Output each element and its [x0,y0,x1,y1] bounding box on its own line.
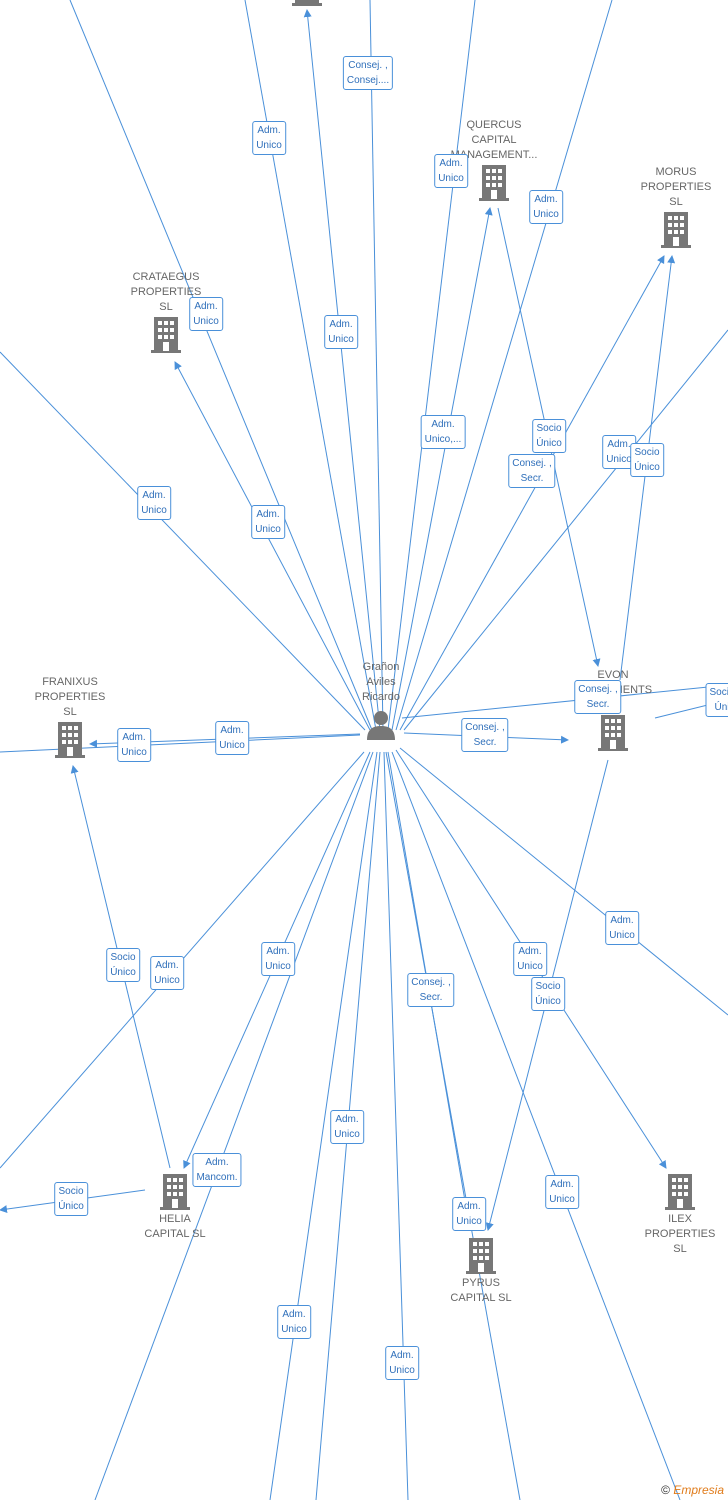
edge [385,751,521,1500]
company-label-line-3: SL [669,196,683,208]
copyright-symbol: © [661,1483,670,1497]
company-node-crataegus[interactable]: CRATAEGUS PROPERTIES SL [121,270,211,353]
company-label-line-2: PROPERTIES [644,1228,716,1240]
company-label-line-1: FRANIXUS [42,676,98,688]
edge-label[interactable]: Adm.Unico [261,942,295,976]
brand-name: Empresia [673,1483,724,1497]
building-icon [665,1174,695,1210]
edge [399,747,728,1016]
footer-brand: © Empresia [661,1483,724,1497]
edge-label[interactable]: Adm.Mancom. [192,1153,242,1187]
person-node[interactable]: Grañon Aviles Ricardo [343,660,419,741]
building-icon [661,212,691,248]
edge-label[interactable]: Adm.Unico [252,121,286,155]
company-label-line-2: CAPITAL SL [450,1292,512,1304]
edge-label[interactable]: Adm.Unico [434,154,468,188]
edge [303,9,381,731]
company-node-pyrus[interactable]: PYRUS CAPITAL SL [436,1238,526,1306]
edge-label[interactable]: Adm.Unico,... [420,415,466,449]
building-icon [466,1238,496,1274]
edge-label[interactable]: Adm.Unico [117,728,151,762]
company-label-line-1: PYRUS [462,1277,500,1289]
company-label-line-1: HELIA [159,1213,191,1225]
building-icon [292,0,322,6]
company-node-ilex[interactable]: ILEX PROPERTIES SL [635,1174,725,1257]
company-label-line-3: SL [673,1243,687,1255]
edge-label[interactable]: Adm.Unico [545,1175,579,1209]
edge-label[interactable]: Adm.Unico [189,297,223,331]
building-icon [160,1174,190,1210]
edge [401,684,728,719]
edge-label[interactable]: Adm.Unico [385,1346,419,1380]
company-label-line-3: MANAGEMENT... [450,149,538,161]
edge [94,751,374,1500]
company-label-line-1: CRATAEGUS [132,271,200,283]
person-name-line-3: Ricardo [362,691,400,703]
edge-label[interactable]: Adm.Unico [529,190,563,224]
building-icon [151,317,181,353]
person-icon [367,711,395,740]
edge-label[interactable]: Adm.Unico [513,942,547,976]
edge [383,751,409,1500]
company-node-morus[interactable]: MORUS PROPERTIES SL [636,165,716,248]
company-label-line-2: CAPITAL SL [144,1228,206,1240]
company-label-line-1: ILEX [668,1213,692,1225]
company-node-franixus[interactable]: FRANIXUS PROPERTIES SL [25,675,115,758]
company-label-line-2: CAPITAL [471,134,517,146]
building-icon [598,715,628,751]
edge [0,351,366,731]
edge-label[interactable]: Adm.Unico [602,435,636,469]
company-label-line-2: PROPERTIES [130,286,202,298]
edge-label[interactable]: Adm.Unico [324,315,358,349]
edge [244,0,377,731]
edge-label[interactable]: Adm.Unico [215,721,249,755]
edge-label[interactable]: Adm.Unico [251,505,285,539]
edge-label[interactable]: Adm.Unico [452,1197,486,1231]
edge [391,207,493,731]
edge-label[interactable]: Adm.Unico [137,486,171,520]
company-label-line-1: MORUS [655,166,697,178]
company-node-helia[interactable]: HELIA CAPITAL SL [130,1174,220,1242]
edge-label[interactable]: Adm.Unico [277,1305,311,1339]
edge [69,0,373,731]
edge [395,0,613,731]
company-label-line-3: SL [63,706,77,718]
edge-label[interactable]: Adm.Unico [150,956,184,990]
company-label-line-1: EVON [597,669,629,681]
edge-label[interactable]: Consej. ,Secr. [508,454,556,488]
building-icon [55,722,85,758]
edge [269,751,378,1500]
company-node-quercus[interactable]: QUERCUS CAPITAL MANAGEMENT... [444,118,544,201]
edge-label[interactable]: Consej. ,Secr. [407,973,455,1007]
edge [174,361,371,731]
company-label-line-2: PROPERTIES [34,691,106,703]
edge [391,751,681,1500]
edge [403,329,728,731]
edge [369,0,384,731]
company-label-line-1: QUERCUS [466,119,522,131]
person-name-line-2: Aviles [366,676,396,688]
edge-label[interactable]: Consej. ,Secr. [574,680,622,714]
person-name-line-1: Grañon [362,661,400,673]
edge-label[interactable]: Consej. ,Consej.... [342,56,394,90]
company-label-line-3: SL [159,301,173,313]
edge-label[interactable]: Consej. ,Secr. [461,718,509,752]
edge-label[interactable]: Adm.Unico [605,911,639,945]
building-icon [479,165,509,201]
company-label-line-2: PROPERTIES [640,181,712,193]
edge [399,255,665,731]
edge [387,0,476,731]
edge-label[interactable]: Adm.Unico [330,1110,364,1144]
